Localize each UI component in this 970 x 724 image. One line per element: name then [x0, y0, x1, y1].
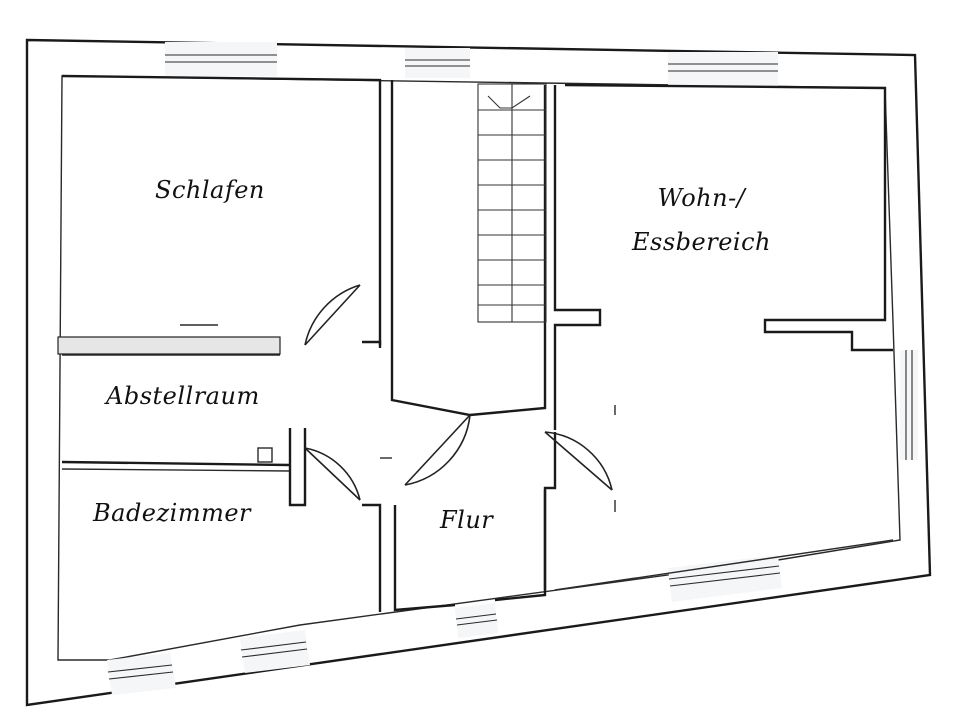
window-bottom-2 [240, 630, 310, 673]
label-wohn-line2: Essbereich [632, 228, 771, 256]
label-badezimmer: Badezimmer [93, 499, 252, 527]
window-top-2 [405, 48, 470, 78]
door-flur-stair [404, 414, 471, 486]
window-bottom-1 [107, 653, 176, 695]
label-flur: Flur [440, 506, 494, 534]
window-bottom-3 [455, 603, 498, 638]
label-wohn-line1: Wohn-/ [657, 184, 746, 212]
door-living [544, 431, 613, 491]
interior-walls-left [57, 74, 382, 612]
outer-wall-outer [25, 38, 932, 707]
label-abstellraum: Abstellraum [106, 382, 260, 410]
staircase [477, 83, 547, 323]
label-wohn-essbereich: Wohn-/ Essbereich [632, 176, 771, 264]
label-schlafen: Schlafen [155, 176, 265, 204]
hallway-walls [393, 490, 547, 612]
stair-walls [390, 80, 602, 430]
window-top-1 [165, 42, 277, 76]
window-top-3 [668, 52, 778, 86]
window-right [900, 350, 918, 460]
living-walls [543, 83, 894, 591]
detail-marks [180, 324, 616, 512]
window-bottom-4 [668, 555, 782, 602]
door-bad [304, 447, 361, 501]
door-schlafen [304, 284, 361, 346]
